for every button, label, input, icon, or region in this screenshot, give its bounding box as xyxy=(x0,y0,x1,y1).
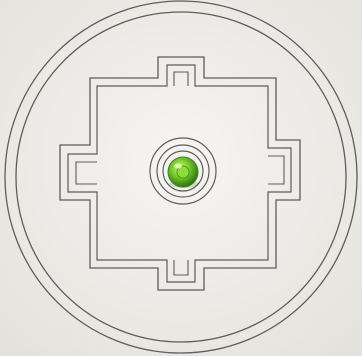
green-bead xyxy=(168,157,199,188)
